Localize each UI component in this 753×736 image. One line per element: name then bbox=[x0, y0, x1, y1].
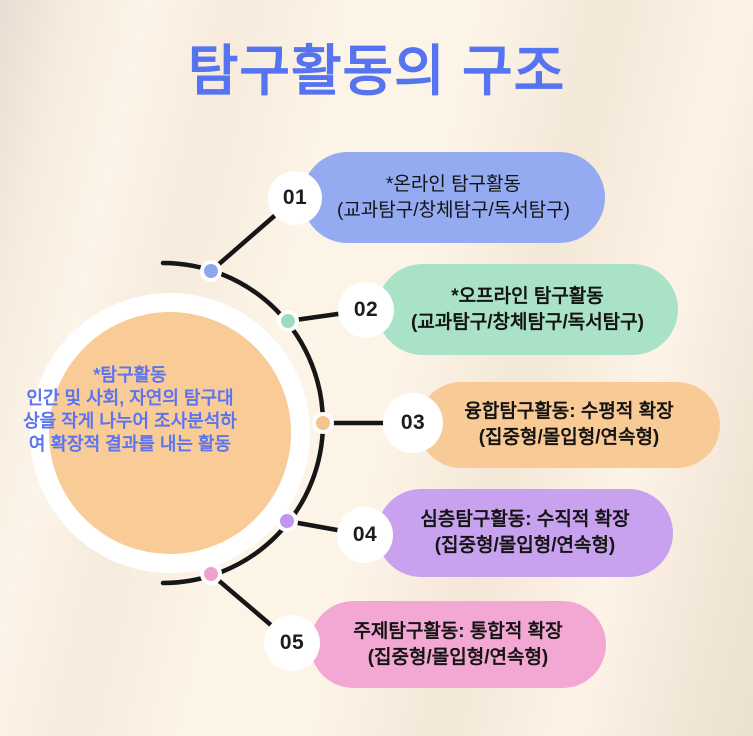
arc-dot-5 bbox=[200, 563, 222, 585]
number-badge-1-label: 01 bbox=[282, 186, 308, 209]
pill-online-inquiry: *온라인 탐구활동 (교과탐구/창체탐구/독서탐구) bbox=[302, 152, 605, 243]
arc-dot-3-fill bbox=[316, 416, 330, 430]
number-badge-5: 05 bbox=[264, 615, 320, 671]
center-description-line-2: 인간 및 사회, 자연의 탐구대 bbox=[26, 388, 234, 408]
arc-dot-2 bbox=[277, 310, 299, 332]
arc-dot-3 bbox=[312, 412, 334, 434]
pill-convergence-inquiry-title: 융합탐구활동: 수평적 확장 bbox=[464, 401, 674, 422]
pill-offline-inquiry: *오프라인 탐구활동 (교과탐구/창체탐구/독서탐구) bbox=[377, 264, 678, 355]
number-badge-3-label: 03 bbox=[400, 411, 426, 434]
number-badge-2-label: 02 bbox=[353, 298, 379, 321]
page-title: 탐구활동의 구조 bbox=[187, 40, 566, 102]
pill-online-inquiry-title: *온라인 탐구활동 bbox=[385, 173, 522, 195]
center-description: *탐구활동 인간 및 사회, 자연의 탐구대 상을 작게 나누어 조사분석하 여… bbox=[0, 364, 274, 456]
center-circle-ring bbox=[30, 293, 310, 573]
pill-topic-inquiry-subtitle: (집중형/몰입형/연속형) bbox=[367, 646, 549, 668]
pill-indepth-inquiry: 심층탐구활동: 수직적 확장 (집중형/몰입형/연속형) bbox=[377, 489, 673, 577]
arc-dot-4 bbox=[276, 510, 298, 532]
pill-offline-inquiry-title: *오프라인 탐구활동 bbox=[451, 285, 604, 307]
number-badge-1: 01 bbox=[268, 171, 322, 225]
arc-dot-1 bbox=[200, 260, 222, 282]
number-badge-4-label: 04 bbox=[352, 523, 378, 546]
number-badge-3: 03 bbox=[383, 393, 443, 453]
center-description-line-1: *탐구활동 bbox=[93, 365, 167, 385]
arc-dot-4-fill bbox=[280, 514, 294, 528]
pill-offline-inquiry-subtitle: (교과탐구/창체탐구/독서탐구) bbox=[411, 311, 644, 333]
pill-convergence-inquiry: 융합탐구활동: 수평적 확장 (집중형/몰입형/연속형) bbox=[418, 382, 720, 468]
pill-indepth-inquiry-subtitle: (집중형/몰입형/연속형) bbox=[434, 535, 616, 556]
arc-dot-5-fill bbox=[204, 567, 218, 581]
number-badge-2: 02 bbox=[338, 282, 394, 338]
pill-topic-inquiry: 주제탐구활동: 통합적 확장 (집중형/몰입형/연속형) bbox=[310, 601, 606, 688]
pill-online-inquiry-subtitle: (교과탐구/창체탐구/독서탐구) bbox=[337, 199, 570, 221]
center-circle bbox=[49, 312, 291, 554]
center-description-line-3: 상을 작게 나누어 조사분석하 bbox=[23, 411, 237, 431]
arc-dot-1-fill bbox=[204, 264, 218, 278]
pill-indepth-inquiry-title: 심층탐구활동: 수직적 확장 bbox=[420, 509, 630, 530]
arc-dot-2-fill bbox=[281, 314, 295, 328]
number-badge-5-label: 05 bbox=[279, 631, 305, 654]
pill-convergence-inquiry-subtitle: (집중형/몰입형/연속형) bbox=[478, 427, 660, 448]
center-description-line-4: 여 확장적 결과를 내는 활동 bbox=[28, 434, 232, 454]
number-badge-4: 04 bbox=[337, 507, 393, 563]
pill-topic-inquiry-title: 주제탐구활동: 통합적 확장 bbox=[353, 620, 563, 642]
